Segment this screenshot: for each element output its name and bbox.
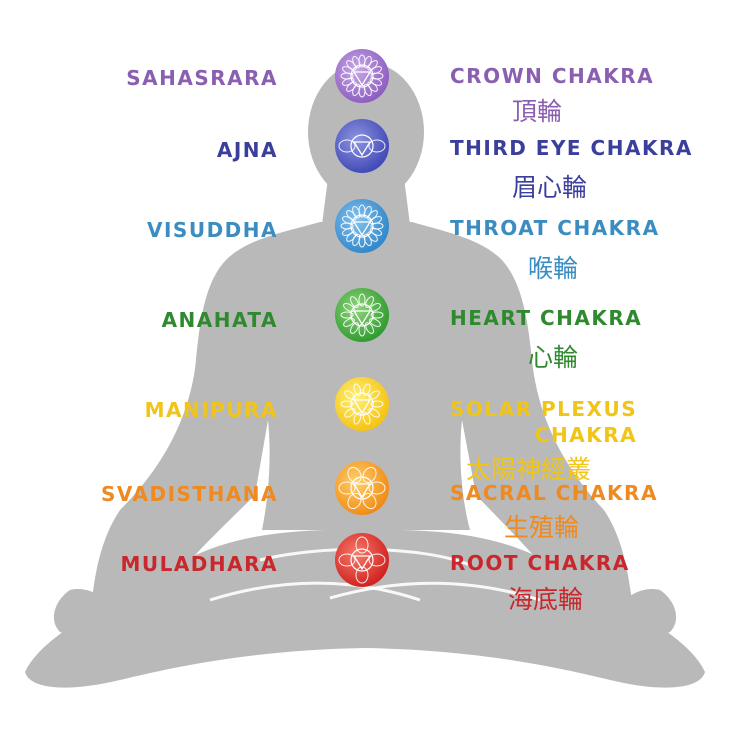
sanskrit-label-manipura: MANIPURA [144, 398, 278, 422]
english-label-crown: CROWN CHAKRA [450, 64, 655, 88]
chinese-label-throat: 喉輪 [528, 254, 579, 283]
solar-plexus-chakra-symbol-icon [334, 376, 390, 432]
english-label-throat: THROAT CHAKRA [450, 216, 660, 240]
chinese-label-heart: 心輪 [528, 343, 579, 372]
english-label-third-eye: THIRD EYE CHAKRA [450, 136, 693, 160]
throat-chakra-symbol-icon [334, 198, 390, 254]
chinese-label-third-eye: 眉心輪 [512, 173, 588, 202]
sanskrit-label-visuddha: VISUDDHA [147, 218, 278, 242]
english-label-sacral: SACRAL CHAKRA [450, 481, 658, 505]
heart-chakra-symbol-icon [334, 287, 390, 343]
sanskrit-label-muladhara: MULADHARA [120, 552, 278, 576]
chinese-label-solar-plexus: 太陽神經叢 [466, 455, 592, 484]
root-chakra-symbol-icon [334, 532, 390, 588]
english-label-heart: HEART CHAKRA [450, 306, 643, 330]
chinese-label-crown: 頂輪 [512, 97, 563, 126]
third-eye-chakra-symbol-icon [334, 118, 390, 174]
chinese-label-root: 海底輪 [508, 585, 584, 614]
sacral-chakra-symbol-icon [334, 460, 390, 516]
sanskrit-label-sahasrara: SAHASRARA [126, 66, 278, 90]
crown-chakra-symbol-icon [334, 48, 390, 104]
sanskrit-label-svadisthana: SVADISTHANA [100, 482, 278, 506]
sanskrit-label-ajna: AJNA [216, 138, 278, 162]
english-label-root: ROOT CHAKRA [450, 551, 630, 575]
chinese-label-sacral: 生殖輪 [504, 513, 580, 542]
sanskrit-label-anahata: ANAHATA [161, 308, 278, 332]
english-label-solar-plexus: SOLAR PLEXUS CHAKRA [450, 397, 638, 447]
